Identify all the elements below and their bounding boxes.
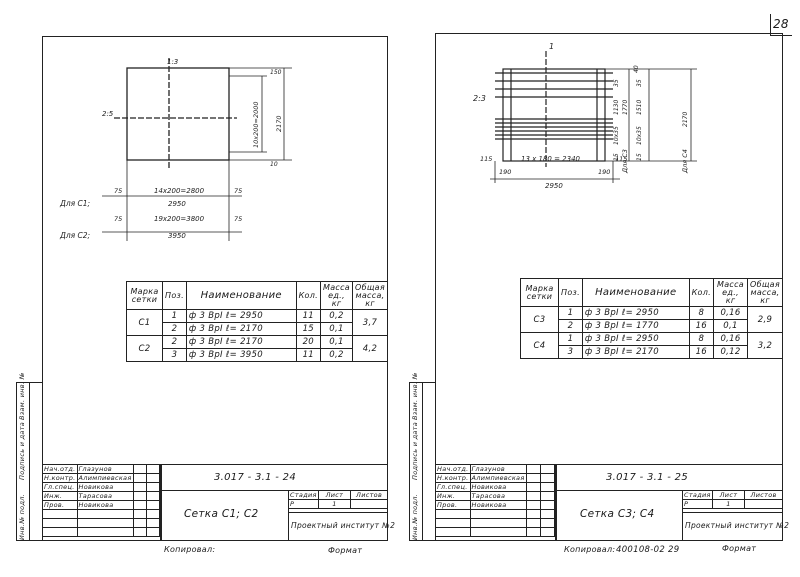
right-dim-v8: 35: [636, 79, 643, 87]
left-dim-c2-left: 75: [114, 215, 122, 223]
spec-header-row: Марка сетки Поз. Наименование Кол. Масса…: [520, 278, 783, 307]
row-mark: С2: [126, 335, 163, 362]
left-mesh-drawing: 1:3 2:5 150 10x200=2000 2170 10 75 14x20…: [59, 58, 292, 241]
left-side-label-1: Инв.№ подл.: [18, 493, 26, 540]
right-dim-lbl-c3: Для С3: [621, 149, 629, 174]
left-dim-c1-right: 75: [234, 187, 242, 195]
right-spec-table: Марка сетки Поз. Наименование Кол. Масса…: [520, 278, 783, 359]
mesh-c3-outline: [502, 68, 606, 162]
hdr-qty: Кол.: [688, 278, 715, 307]
left-org: Проектный институт №2: [291, 521, 396, 530]
right-dim-v7: 1510: [636, 100, 643, 115]
left-dim-right-total: 2170: [275, 115, 283, 132]
left-sheet-title: Сетка С1; С2: [184, 508, 259, 520]
right-scale-top: 1: [549, 42, 554, 51]
mesh-c1-outline: [126, 67, 230, 161]
hdr-name: Наименование: [185, 281, 297, 310]
left-footer-copied: Копировал:: [164, 545, 216, 554]
right-dim-v3: 35: [613, 79, 620, 87]
page-number: 28: [773, 17, 789, 31]
left-footer-format: Формат: [328, 546, 363, 555]
right-dim-v6: 15: [613, 153, 620, 161]
hdr-mass: Масса ед., кг: [713, 278, 749, 307]
left-doc-code: 3.017 - 3.1 - 24: [214, 472, 296, 483]
page-number-box: [770, 14, 792, 36]
right-dim-lbl-c4: Для С4: [681, 149, 689, 174]
hdr-pos: Поз.: [558, 278, 583, 307]
right-footer-number: 400108-02 29: [616, 545, 680, 555]
left-titleblock-signers: Нач.отд.Глазунов Н.контр.Алимпиевская Гл…: [42, 464, 161, 537]
right-side-label-2: Подпись и дата: [411, 421, 419, 480]
right-mesh-drawing: 1 2:3 40 1130 35 1770 10x35 15 1510 35 2…: [473, 42, 697, 190]
left-dim-right-top: 150: [270, 69, 282, 76]
left-titleblock: [42, 464, 388, 541]
hdr-mark: Марка сетки: [126, 281, 163, 310]
left-dim-right-bottom: 10: [270, 161, 278, 168]
right-titleblock: [435, 464, 783, 541]
right-titleblock-signers: Нач.отд.Глазунов Н.контр.Алимпиевская Гл…: [435, 464, 556, 537]
right-dim-b-left: 115: [480, 155, 492, 163]
right-org: Проектный институт №2: [685, 521, 790, 530]
right-sheet-frame: [435, 33, 783, 541]
right-dim-v2: 1130: [613, 100, 620, 115]
hdr-qty: Кол.: [295, 281, 322, 310]
right-dim-v1: 40: [633, 65, 640, 73]
right-side-label-1: Инв.№ подл.: [411, 493, 419, 540]
left-dim-c1-label: Для С1;: [59, 199, 90, 208]
left-side-label-3: Взам. инв. №: [18, 372, 26, 420]
table-row: 3 ф 3 ВрI ℓ= 2170 16 0,12: [521, 345, 783, 359]
hdr-name: Наименование: [581, 278, 690, 307]
left-dim-c2-label: Для С2;: [59, 231, 90, 240]
row-mark: С4: [520, 332, 559, 359]
left-dim-c1-mid: 14x200=2800: [154, 187, 205, 195]
left-side-label-2: Подпись и дата: [18, 421, 26, 480]
left-dim-c2-right: 75: [234, 215, 242, 223]
table-row: С2 2 ф 3 ВрI ℓ= 2170 20 0,1 4,2: [126, 335, 388, 362]
right-scale-side: 2:3: [473, 94, 486, 103]
table-row: С3 1 ф 3 ВрI ℓ= 2950 8 0,16 2,9: [520, 306, 783, 333]
spec-header-row: Марка сетки Поз. Наименование Кол. Масса…: [126, 281, 388, 310]
left-spec-table: Марка сетки Поз. Наименование Кол. Масса…: [126, 281, 388, 362]
right-footer-format: Формат: [722, 544, 757, 553]
left-dim-c2-mid: 19x200=3800: [154, 215, 205, 223]
right-dim-v4: 1770: [622, 100, 629, 115]
left-scale-side: 2:5: [102, 110, 114, 118]
left-dim-c1-total: 2950: [168, 200, 186, 208]
hdr-pos: Поз.: [162, 281, 187, 310]
hdr-total: Общая масса, кг: [747, 278, 783, 307]
right-doc-code: 3.017 - 3.1 - 25: [606, 472, 688, 483]
row-mark: С1: [126, 309, 163, 336]
left-sheet-frame: [42, 36, 388, 541]
left-dim-c2-total: 3950: [168, 232, 186, 240]
right-sheet-title: Сетка С3; С4: [580, 508, 655, 520]
right-dim-v9: 2170: [682, 112, 689, 127]
left-dim-c1-left: 75: [114, 187, 122, 195]
table-row: С4 1 ф 3 ВрI ℓ= 2950 8 0,16 3,2: [520, 332, 783, 359]
right-dim-b-l2: 190: [499, 168, 511, 176]
hdr-total: Общая масса, кг: [352, 281, 388, 310]
left-scale-top: 1:3: [167, 58, 178, 66]
right-dim-b-mid: 13 x 180 = 2340: [521, 155, 581, 163]
right-dim-b-right: 115: [615, 155, 627, 163]
right-footer-copied: Копировал:: [564, 545, 616, 554]
table-row: С1 1 ф 3 ВрI ℓ= 2950 11 0,2 3,7: [126, 309, 388, 336]
right-dim-b-total: 2950: [545, 182, 563, 190]
row-mark: С3: [520, 306, 559, 333]
table-row: 2 ф 3 ВрI ℓ= 2170 15 0,1: [127, 322, 388, 336]
table-row: 2 ф 3 ВрI ℓ= 1770 16 0,1: [521, 319, 783, 333]
right-dim-v11: 15: [636, 153, 643, 161]
right-side-label-3: Взам. инв. №: [411, 372, 419, 420]
right-dim-v10: 10x35: [636, 126, 643, 145]
table-row: 3 ф 3 ВрI ℓ= 3950 11 0,2: [127, 348, 388, 362]
right-dim-v5: 10x35: [613, 126, 620, 145]
left-dim-right-mid: 10x200=2000: [252, 101, 260, 148]
right-dim-b-r2: 190: [598, 168, 610, 176]
hdr-mass: Масса ед., кг: [319, 281, 354, 310]
hdr-mark: Марка сетки: [520, 278, 559, 307]
